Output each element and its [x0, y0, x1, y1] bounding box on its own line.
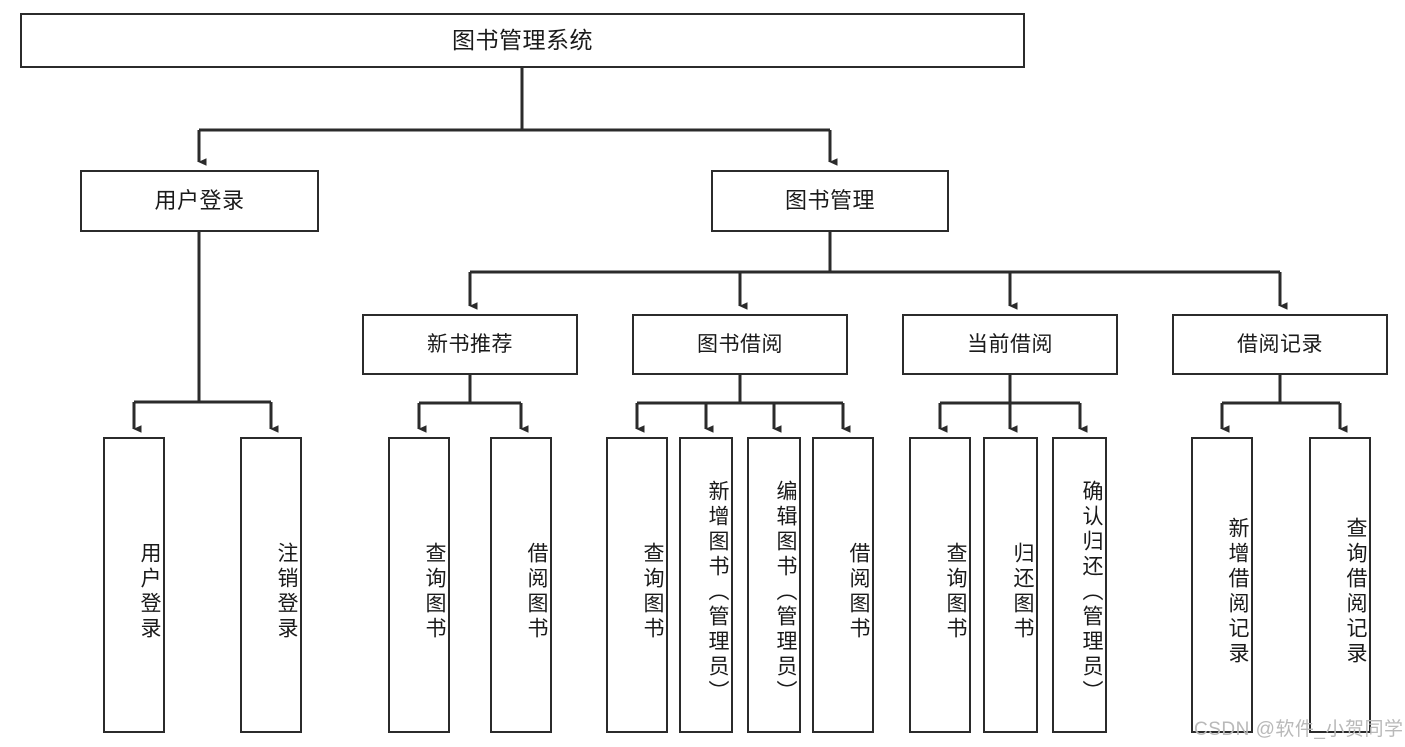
node-label: 新增借阅记录 [1226, 517, 1249, 667]
node-label: 新书推荐 [427, 332, 513, 356]
leaf-logout[interactable]: 注销登录 [240, 437, 302, 733]
leaf-add-book-admin[interactable]: 新增图书（管理员） [679, 437, 733, 733]
csdn-watermark: CSDN @软件_小贺同学 [1194, 719, 1404, 740]
leaf-add-borrow-record[interactable]: 新增借阅记录 [1191, 437, 1253, 733]
leaf-query-borrow-record[interactable]: 查询借阅记录 [1309, 437, 1371, 733]
node-label: 借阅记录 [1237, 332, 1323, 356]
node-label: 用户登录 [138, 542, 161, 642]
leaf-query-book-recommend[interactable]: 查询图书 [388, 437, 450, 733]
node-label: 编辑图书（管理员） [774, 479, 797, 705]
leaf-borrow-book[interactable]: 借阅图书 [812, 437, 874, 733]
node-label: 图书管理 [784, 188, 875, 214]
node-root-book-management-system[interactable]: 图书管理系统 [20, 13, 1025, 68]
leaf-confirm-return-admin[interactable]: 确认归还（管理员） [1052, 437, 1107, 733]
node-label: 注销登录 [275, 542, 298, 642]
node-current-borrow[interactable]: 当前借阅 [902, 314, 1118, 375]
node-label: 借阅图书 [525, 542, 548, 642]
node-label: 新增图书（管理员） [706, 479, 729, 705]
leaf-edit-book-admin[interactable]: 编辑图书（管理员） [747, 437, 801, 733]
node-label: 归还图书 [1011, 542, 1034, 642]
node-label: 图书借阅 [697, 332, 783, 356]
node-book-borrow[interactable]: 图书借阅 [632, 314, 848, 375]
node-label: 借阅图书 [847, 542, 870, 642]
node-new-book-recommend[interactable]: 新书推荐 [362, 314, 578, 375]
leaf-borrow-book-recommend[interactable]: 借阅图书 [490, 437, 552, 733]
node-label: 确认归还（管理员） [1080, 479, 1103, 705]
node-label: 用户登录 [154, 188, 245, 214]
node-user-login[interactable]: 用户登录 [80, 170, 319, 232]
leaf-return-book[interactable]: 归还图书 [983, 437, 1038, 733]
node-label: 查询借阅记录 [1344, 517, 1367, 667]
node-label: 查询图书 [423, 542, 446, 642]
node-label: 查询图书 [944, 542, 967, 642]
node-label: 查询图书 [641, 542, 664, 642]
leaf-query-book-borrow[interactable]: 查询图书 [606, 437, 668, 733]
leaf-query-book-current[interactable]: 查询图书 [909, 437, 971, 733]
node-book-management[interactable]: 图书管理 [711, 170, 949, 232]
node-label: 图书管理系统 [452, 27, 593, 54]
node-label: 当前借阅 [967, 332, 1053, 356]
node-borrow-record[interactable]: 借阅记录 [1172, 314, 1388, 375]
leaf-user-login[interactable]: 用户登录 [103, 437, 165, 733]
